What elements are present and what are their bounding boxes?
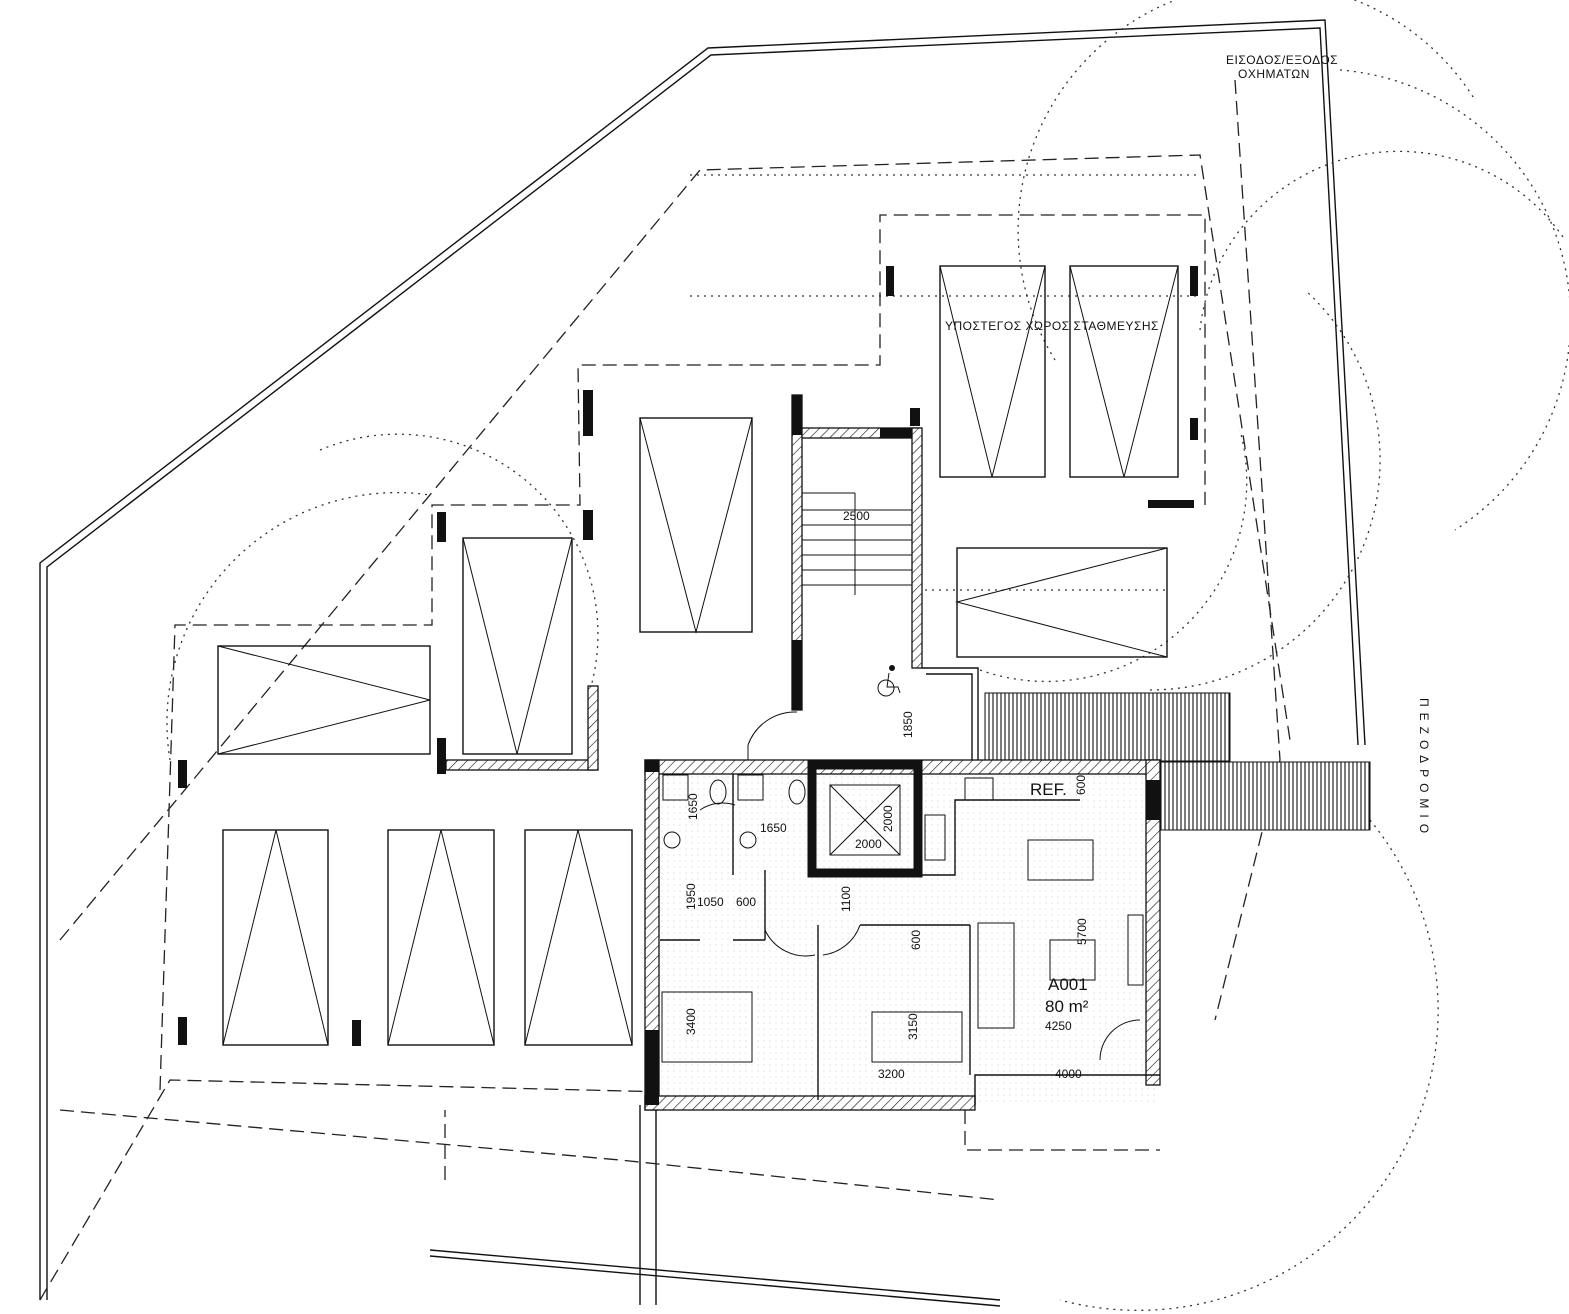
dim-bedroom1: 3400: [684, 1008, 698, 1035]
ramp-entrance: [984, 692, 1231, 762]
parking-space: [955, 547, 1168, 658]
apartment-a001: [644, 759, 1161, 1111]
parking-space: [524, 829, 633, 1046]
wheelchair-icon: [877, 665, 901, 697]
dim-wardrobe-w: 1050: [697, 895, 724, 909]
dim-wardrobe-h: 1950: [684, 883, 698, 910]
vehicle-entrance-label-2: ΟΧΗΜΑΤΩΝ: [1238, 67, 1310, 81]
dim-living-length: 5700: [1075, 918, 1089, 945]
parking-space: [222, 829, 329, 1046]
dim-lift-h: 2000: [881, 805, 895, 832]
plot-boundary: [39, 19, 1366, 1307]
ramp-sidewalk: [1159, 761, 1371, 831]
dim-bath2: 1650: [760, 821, 787, 835]
parking-space: [1069, 265, 1179, 478]
refrigerator-label: REF.: [1030, 780, 1067, 799]
dim-bath1: 1650: [686, 793, 700, 820]
apartment-area: 80 m²: [1045, 997, 1089, 1016]
vehicle-turning-paths: [166, 0, 1569, 1311]
dim-lift-w: 2000: [855, 837, 882, 851]
dim-living-width: 4250: [1045, 1019, 1072, 1033]
dim-bedroom2-h: 3150: [906, 1013, 920, 1040]
apartment-id: A001: [1048, 975, 1088, 994]
dim-kitchen: 600: [1074, 775, 1088, 795]
parking-space: [939, 265, 1046, 478]
sidewalk-label: ΠΕΖΟΔΡΟΜΙΟ: [1417, 698, 1431, 839]
dim-closet: 600: [736, 895, 756, 909]
columns: [178, 266, 1198, 1046]
dim-corridor: 1850: [901, 711, 915, 738]
parking-space: [639, 417, 753, 634]
parking-space: [462, 537, 573, 755]
dim-stair: 2500: [843, 509, 870, 523]
lift-shaft: [807, 760, 923, 878]
parking-space: [387, 829, 495, 1046]
dim-bedroom2-closet: 600: [909, 930, 923, 950]
dim-balcony: 4000: [1055, 1067, 1082, 1081]
parking-space: [217, 645, 431, 755]
setback-lines: [39, 79, 1291, 1301]
dim-hall: 1100: [839, 886, 853, 912]
dim-bedroom2-w: 3200: [878, 1067, 905, 1081]
vehicle-entrance-label: ΕΙΣΟΔΟΣ/ΕΞΟΔΟΣ: [1226, 53, 1338, 67]
stair-core: [747, 394, 979, 762]
parking-spaces: [217, 265, 1179, 1046]
covered-parking-label: ΥΠΟΣΤΕΓΟΣ ΧΩΡΟΣ ΣΤΑΘΜΕΥΣΗΣ: [945, 319, 1159, 333]
dimension-labels: 2500 1850 1650 1650 2000 2000 600 1100 1…: [684, 509, 1089, 1081]
stair-treads: [802, 492, 912, 595]
